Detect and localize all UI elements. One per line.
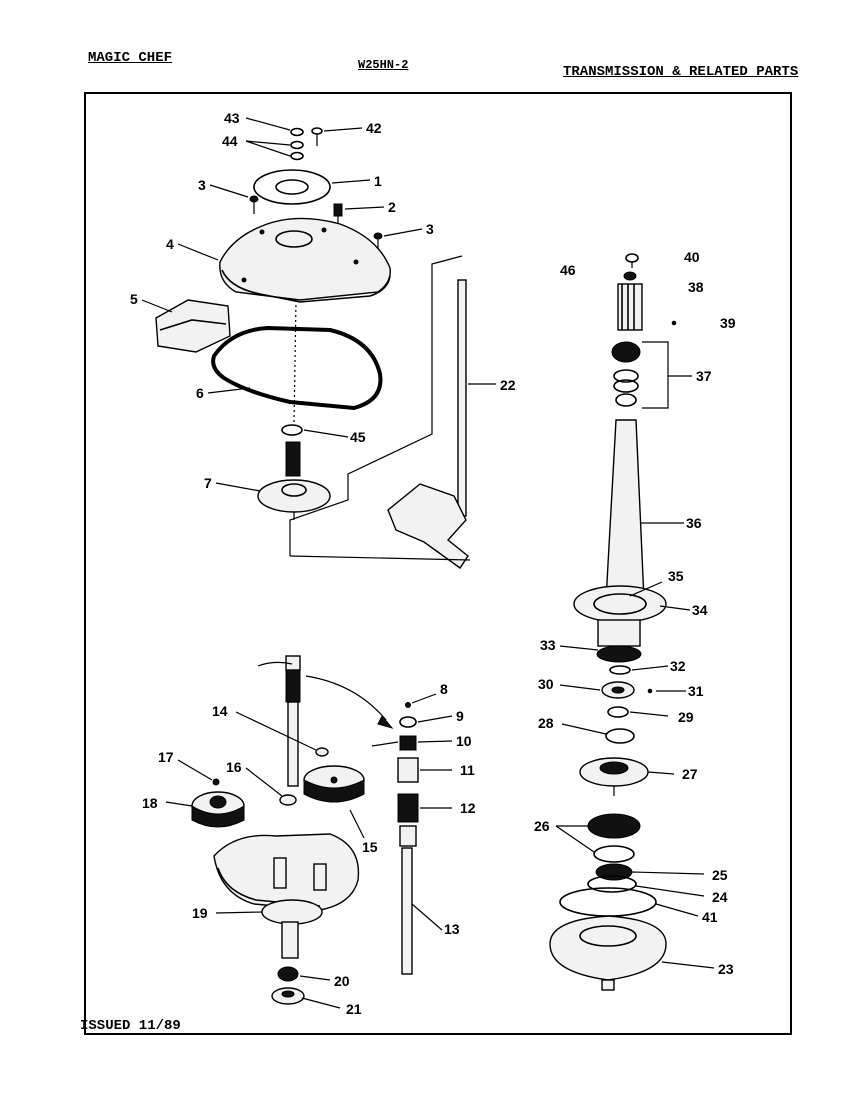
part-washer-16 xyxy=(245,767,297,806)
part-bearing-housing-27 xyxy=(579,757,675,796)
part-gearcase-19 xyxy=(213,833,360,959)
part-flange-34-35 xyxy=(573,581,691,623)
part-bearing-30 xyxy=(559,681,635,699)
callout-6: 6 xyxy=(196,385,204,401)
part-bearing-21 xyxy=(271,987,341,1009)
diagram-frame xyxy=(84,92,792,1035)
callout-23: 23 xyxy=(718,961,734,977)
part-gasket-1 xyxy=(253,169,331,205)
callout-38: 38 xyxy=(688,279,704,295)
callout-33: 33 xyxy=(540,637,556,653)
callout-3b: 3 xyxy=(426,221,434,237)
section-title-header: TRANSMISSION & RELATED PARTS xyxy=(563,64,799,80)
callout-7: 7 xyxy=(204,475,212,491)
part-bearing-33 xyxy=(559,619,642,663)
part-ring-29 xyxy=(607,706,669,718)
callout-42: 42 xyxy=(366,120,382,136)
callout-20: 20 xyxy=(334,973,350,989)
callout-4: 4 xyxy=(166,236,174,252)
part-tub-mount-23 xyxy=(549,915,715,991)
issued-date-footer: ISSUED 11/89 xyxy=(80,1018,181,1034)
part-spline-38 xyxy=(617,283,643,331)
part-seals-24-25-26 xyxy=(555,813,705,897)
callout-24: 24 xyxy=(712,889,728,905)
part-crank-shaft-13 xyxy=(401,847,443,975)
callout-34: 34 xyxy=(692,602,708,618)
part-pinion-housing-7 xyxy=(257,441,331,520)
part-o-ring-28 xyxy=(561,723,635,744)
part-o-ring-45 xyxy=(281,424,303,436)
part-washer-46 xyxy=(623,271,637,281)
part-agitate-shaft-22 xyxy=(289,255,496,569)
callout-32: 32 xyxy=(670,658,686,674)
part-washer-14 xyxy=(235,711,329,757)
part-pin-31 xyxy=(647,688,686,694)
callout-35: 35 xyxy=(668,568,684,584)
callout-41: 41 xyxy=(702,909,718,925)
callout-44: 44 xyxy=(222,133,238,149)
callout-11: 11 xyxy=(460,762,475,778)
callout-3a: 3 xyxy=(198,177,206,193)
callout-10: 10 xyxy=(456,733,472,749)
callout-30: 30 xyxy=(538,676,554,692)
part-gear-18 xyxy=(165,791,245,828)
callout-16: 16 xyxy=(226,759,242,775)
part-seal-kit-37 xyxy=(611,341,692,409)
part-ring-32 xyxy=(609,665,669,675)
callout-18: 18 xyxy=(142,795,158,811)
callout-8: 8 xyxy=(440,681,448,697)
callout-1: 1 xyxy=(374,173,382,189)
part-gear-15 xyxy=(303,765,365,839)
callout-14: 14 xyxy=(212,703,228,719)
part-gear-stack-10-11-12 xyxy=(371,735,453,847)
callout-9: 9 xyxy=(456,708,464,724)
callout-labels: 43 44 42 1 3 2 3 4 5 6 45 7 22 40 46 38 … xyxy=(130,110,736,1017)
callout-39: 39 xyxy=(720,315,736,331)
callout-37: 37 xyxy=(696,368,712,384)
part-gasket-6 xyxy=(211,325,383,411)
part-cover-4 xyxy=(219,217,391,303)
brand-header: MAGIC CHEF xyxy=(88,50,173,66)
callout-31: 31 xyxy=(688,683,704,699)
part-screw-3a xyxy=(249,195,259,214)
callout-22: 22 xyxy=(500,377,516,393)
callout-28: 28 xyxy=(538,715,554,731)
part-washers-8-9 xyxy=(399,693,453,728)
callout-43: 43 xyxy=(224,110,240,126)
callout-36: 36 xyxy=(686,515,702,531)
callout-19: 19 xyxy=(192,905,208,921)
callout-45: 45 xyxy=(350,429,366,445)
model-number-header: W25HN-2 xyxy=(358,58,409,72)
callout-13: 13 xyxy=(444,921,460,937)
callout-15: 15 xyxy=(362,839,378,855)
part-washers-43-44 xyxy=(290,127,304,161)
leader-lines-top-left xyxy=(141,117,423,492)
part-screw-3b xyxy=(373,232,383,248)
callout-27: 27 xyxy=(682,766,698,782)
part-seal-20 xyxy=(277,966,331,982)
callout-17: 17 xyxy=(158,749,174,765)
callout-29: 29 xyxy=(678,709,694,725)
callout-46: 46 xyxy=(560,262,576,278)
callout-12: 12 xyxy=(460,800,476,816)
part-pin-39 xyxy=(671,320,677,326)
callout-40: 40 xyxy=(684,249,700,265)
part-pin-17 xyxy=(177,759,220,786)
part-screw-42 xyxy=(311,127,323,146)
callout-5: 5 xyxy=(130,291,138,307)
callout-2: 2 xyxy=(388,199,396,215)
callout-25: 25 xyxy=(712,867,728,883)
part-clip-40 xyxy=(625,253,639,268)
part-bracket-5 xyxy=(155,299,231,353)
callout-21: 21 xyxy=(346,1001,362,1017)
part-pinion-shaft xyxy=(257,655,394,787)
callout-26: 26 xyxy=(534,818,550,834)
